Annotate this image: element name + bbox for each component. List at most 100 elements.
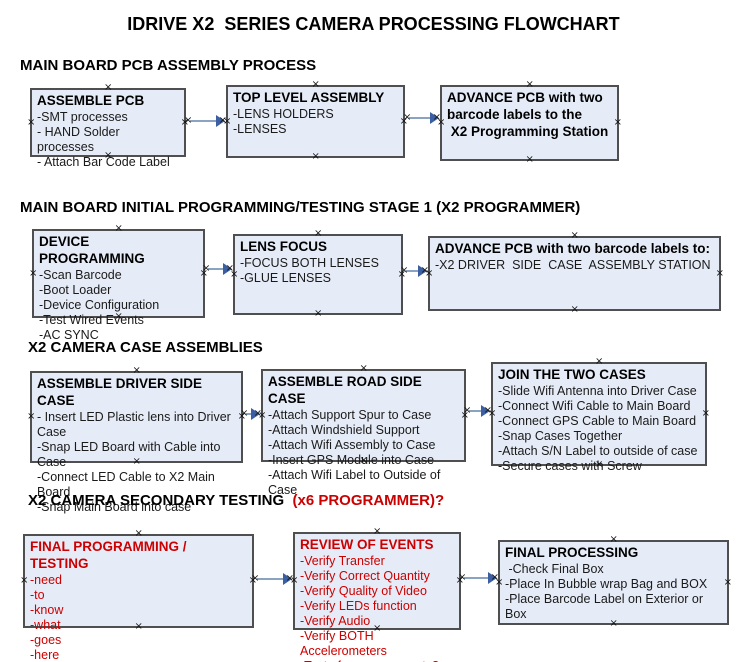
flow-box-s3-b2-handle-top-icon: × <box>359 363 368 374</box>
connector-arrow-s2-1[interactable]: ×× <box>202 263 234 275</box>
flow-box-s3-b3-handle-top-icon: × <box>595 356 604 367</box>
flow-box-s1-b2-handle-bottom-icon: × <box>311 151 320 162</box>
box-item: -GLUE LENSES <box>240 270 332 285</box>
flow-box-s2-b2-handle-bottom-icon: × <box>314 308 323 319</box>
flow-box-s2-b1[interactable]: DEVICE PROGRAMMING-Scan Barcode-Boot Loa… <box>29 224 208 342</box>
flow-box-s1-b2[interactable]: TOP LEVEL ASSEMBLY-LENS HOLDERS-LENSES××… <box>223 80 408 162</box>
arrow-head-icon <box>283 573 292 585</box>
box-title: REVIEW OF EVENTS <box>300 537 434 552</box>
box-item: -goes <box>30 632 62 647</box>
arrow-head-icon <box>251 408 260 420</box>
flow-box-s1-b3-handle-bottom-icon: × <box>525 154 534 165</box>
flow-box-s4-b3[interactable]: FINAL PROCESSING -Check Final Box-Place … <box>495 535 732 629</box>
flow-box-s2-b3[interactable]: ADVANCE PCB with two barcode labels to:-… <box>425 231 724 315</box>
arrow-line <box>246 413 253 415</box>
section-header-3-part: X2 CAMERA CASE ASSEMBLIES <box>28 339 263 356</box>
box-title: ADVANCE PCB with two barcode labels to: <box>435 241 711 256</box>
flow-box-s2-b2[interactable]: LENS FOCUS-FOCUS BOTH LENSES-GLUE LENSES… <box>230 229 406 319</box>
flow-box-s4-b3-handle-right-icon: × <box>723 576 732 588</box>
flow-box-s2-b3-handle-bottom-icon: × <box>570 304 579 315</box>
box-item: -FOCUS BOTH LENSES <box>240 255 379 270</box>
flow-box-s1-b1-handle-left-icon: × <box>27 116 36 128</box>
box-item: -need <box>30 572 62 587</box>
box-item: -Scan Barcode <box>39 267 122 282</box>
arrow-head-icon <box>481 405 490 417</box>
flow-box-s1-b3-handle-right-icon: × <box>613 117 622 128</box>
box-item: -Verify Transfer <box>300 553 385 568</box>
flow-box-s1-b3[interactable]: ADVANCE PCB with two barcode labels to t… <box>437 80 622 165</box>
arrow-head-icon <box>430 112 439 124</box>
flow-box-s1-b1[interactable]: ASSEMBLE PCB-SMT processes- HAND Solder … <box>27 83 189 169</box>
box-item: -Snap Main Board into case <box>37 499 192 514</box>
box-title: JOIN THE TWO CASES <box>498 367 646 382</box>
box-title: ADVANCE PCB with two barcode labels to t… <box>447 90 609 139</box>
box-item: -Boot Loader <box>39 282 112 297</box>
flow-box-s1-b3-handle-top-icon: × <box>525 79 534 90</box>
flow-box-s2-b3-handle-top-icon: × <box>570 230 579 241</box>
connector-arrow-s2-2[interactable]: ×× <box>400 265 429 277</box>
box-item: -Insert GPS Module into Case <box>268 452 435 467</box>
flow-box-s4-b1-handle-top-icon: × <box>134 528 143 539</box>
flow-box-s3-b1-handle-top-icon: × <box>132 365 141 376</box>
connector-arrow-s3-2[interactable]: ×× <box>463 405 492 417</box>
connector-arrow-s4-2[interactable]: ×× <box>458 572 499 584</box>
flow-box-s3-b3[interactable]: JOIN THE TWO CASES-Slide Wifi Antenna in… <box>488 357 710 473</box>
box-item: -Snap Cases Together <box>498 428 623 443</box>
box-title: ASSEMBLE PCB <box>37 93 145 108</box>
box-item: -what <box>30 617 61 632</box>
box-item: -know <box>30 602 64 617</box>
box-item: -Verify Quality of Video <box>300 583 427 598</box>
flow-box-s3-b1[interactable]: ASSEMBLE DRIVER SIDE CASE- Insert LED Pl… <box>27 366 246 514</box>
box-item: -Secure cases with Screw <box>498 458 642 473</box>
box-item: -Check Final Box <box>505 561 604 576</box>
box-title: ASSEMBLE DRIVER SIDE CASE <box>37 376 206 408</box>
arrow-line <box>190 120 218 122</box>
flow-box-s4-b3-handle-top-icon: × <box>609 534 618 545</box>
box-item: -Test of accessory ports? <box>300 659 454 662</box>
connector-arrow-s1-1[interactable]: ×× <box>184 115 227 127</box>
box-item: -Place Barcode Label on Exterior or Box <box>505 591 707 621</box>
section-header-2: MAIN BOARD INITIAL PROGRAMMING/TESTING S… <box>20 199 580 216</box>
box-item: -SMT processes <box>37 109 128 124</box>
box-item: -X2 DRIVER SIDE CASE ASSEMBLY STATION <box>435 257 711 272</box>
flow-box-s1-b1-handle-top-icon: × <box>104 82 113 93</box>
flow-box-s3-b2[interactable]: ASSEMBLE ROAD SIDE CASE-Attach Support S… <box>258 364 469 497</box>
arrow-line <box>469 410 483 412</box>
flow-box-s2-b3-handle-right-icon: × <box>715 267 724 279</box>
box-item: -Connect GPS Cable to Main Board <box>498 413 697 428</box>
box-title: FINAL PROGRAMMING / TESTING <box>30 539 191 571</box>
box-item: -Slide Wifi Antenna into Driver Case <box>498 383 697 398</box>
box-item: -Snap LED Board with Cable into Case <box>37 439 224 469</box>
flow-box-s4-b1-handle-left-icon: × <box>20 575 29 586</box>
section-header-2-part: MAIN BOARD INITIAL PROGRAMMING/TESTING S… <box>20 199 581 216</box>
arrow-line <box>464 577 490 579</box>
flow-box-s4-b2[interactable]: REVIEW OF EVENTS-Verify Transfer-Verify … <box>290 527 464 662</box>
flow-box-s4-b2-handle-top-icon: × <box>373 526 382 537</box>
connector-arrow-s4-1[interactable]: ×× <box>251 573 294 585</box>
flow-box-s4-b1[interactable]: FINAL PROGRAMMING / TESTING-need-to-know… <box>20 529 257 662</box>
box-item: -Verify Audio <box>300 613 371 628</box>
box-item: -Verify Correct Quantity <box>300 568 430 583</box>
box-item: -Connect LED Cable to X2 Main Board <box>37 469 219 499</box>
flow-box-s3-b3-handle-right-icon: × <box>701 408 710 419</box>
connector-arrow-s1-2[interactable]: ×× <box>403 112 441 124</box>
box-item: -Verify LEDs function <box>300 598 417 613</box>
box-item: - HAND Solder processes <box>37 124 124 154</box>
section-header-3: X2 CAMERA CASE ASSEMBLIES <box>28 339 263 356</box>
section-header-1-part: MAIN BOARD PCB ASSEMBLY PROCESS <box>20 57 317 74</box>
box-item: - Insert LED Plastic lens into Driver Ca… <box>37 409 235 439</box>
arrow-head-icon <box>223 263 232 275</box>
box-item: -Connect Wifi Cable to Main Board <box>498 398 691 413</box>
box-item: - Attach Bar Code Label <box>37 154 170 169</box>
arrow-head-icon <box>216 115 225 127</box>
flow-box-s3-b1-handle-left-icon: × <box>27 411 36 422</box>
box-item: -Attach Support Spur to Case <box>268 407 432 422</box>
box-item: -Attach S/N Label to outside of case <box>498 443 698 458</box>
arrow-head-icon <box>488 572 497 584</box>
box-item: -Place In Bubble wrap Bag and BOX <box>505 576 708 591</box>
connector-arrow-s3-1[interactable]: ×× <box>240 408 262 420</box>
box-item: -here <box>30 647 60 662</box>
flow-box-s2-b1-handle-left-icon: × <box>29 267 38 279</box>
arrow-line <box>208 268 225 270</box>
box-item: -LENSES <box>233 121 287 136</box>
